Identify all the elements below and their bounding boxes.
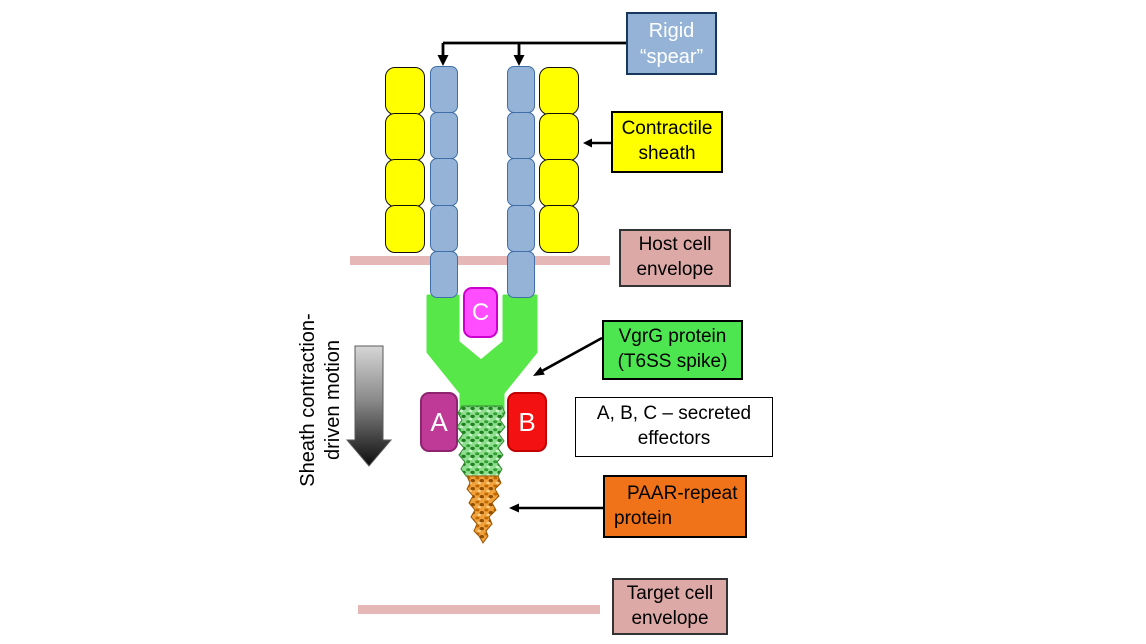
host-envelope-label-line1: Host cell <box>638 234 712 256</box>
paar-label-line2: protein <box>614 507 673 529</box>
effectors-legend-line1: A, B, C – secreted <box>596 403 752 425</box>
paar-arrow <box>509 503 603 513</box>
spear-segment <box>507 66 535 114</box>
target-envelope-label-line2: envelope <box>631 607 709 629</box>
contractile-sheath-label-line2: sheath <box>638 143 696 164</box>
host-envelope-label: Host cell envelope <box>619 229 731 287</box>
sheath-ring <box>385 159 425 207</box>
spike-tip-structure <box>456 405 506 544</box>
motion-caption-line2: driven motion <box>322 339 344 461</box>
vgrg-arrow <box>533 336 603 376</box>
effectors-legend: A, B, C – secreted effectors <box>575 397 773 457</box>
sheath-ring <box>539 67 579 115</box>
vgrg-funnel-shape <box>426 294 538 418</box>
spear-column-left <box>430 66 458 299</box>
vgrg-label: VgrG protein (T6SS spike) <box>602 320 743 380</box>
paar-label: PAAR-repeat protein <box>603 475 747 538</box>
sheath-ring <box>385 67 425 115</box>
host-envelope-label-line2: envelope <box>636 259 714 280</box>
effector-a-letter: A <box>430 406 448 437</box>
effector-c-letter: C <box>471 298 490 326</box>
effector-c-block: C <box>463 287 498 338</box>
spear-segment <box>430 158 458 206</box>
motion-caption-line1: Sheath contraction- <box>297 313 319 487</box>
contractile-sheath-label-line1: Contractile <box>621 118 713 140</box>
contractile-sheath-arrow <box>583 138 612 148</box>
spear-segment <box>507 158 535 206</box>
spear-segment <box>507 112 535 160</box>
rigid-spear-label-line2: “spear” <box>639 45 704 68</box>
effector-b-letter: B <box>518 406 536 437</box>
effectors-legend-line2: effectors <box>637 428 711 449</box>
spear-segment <box>507 204 535 252</box>
contractile-sheath-label: Contractile sheath <box>611 111 723 173</box>
motion-arrow-down <box>345 345 393 467</box>
host-cell-membrane-bar <box>350 256 610 265</box>
sheath-column-right <box>539 67 579 253</box>
sheath-ring <box>539 113 579 161</box>
spear-column-right <box>507 66 535 299</box>
spear-segment <box>507 250 535 299</box>
paar-label-line1: PAAR-repeat <box>627 482 738 504</box>
sheath-column-left <box>385 67 425 253</box>
spear-segment <box>430 204 458 252</box>
rigid-spear-label-line1: Rigid <box>648 19 695 42</box>
motion-caption: Sheath contraction- driven motion <box>296 305 348 495</box>
spear-segment <box>430 250 458 299</box>
sheath-ring <box>385 113 425 161</box>
spear-segment <box>430 66 458 114</box>
sheath-ring <box>539 205 579 253</box>
target-cell-membrane-bar <box>358 605 600 614</box>
rigid-spear-connector-arrows <box>437 41 628 66</box>
vgrg-label-line2: (T6SS spike) <box>617 351 728 372</box>
target-envelope-label-line1: Target cell <box>626 582 714 604</box>
vgrg-label-line1: VgrG protein <box>618 326 727 348</box>
target-envelope-label: Target cell envelope <box>612 578 728 635</box>
rigid-spear-label: Rigid “spear” <box>626 12 717 75</box>
sheath-ring <box>539 159 579 207</box>
sheath-ring <box>385 205 425 253</box>
effector-a-block: A <box>420 392 458 452</box>
effector-b-block: B <box>507 392 547 452</box>
spear-segment <box>430 112 458 160</box>
